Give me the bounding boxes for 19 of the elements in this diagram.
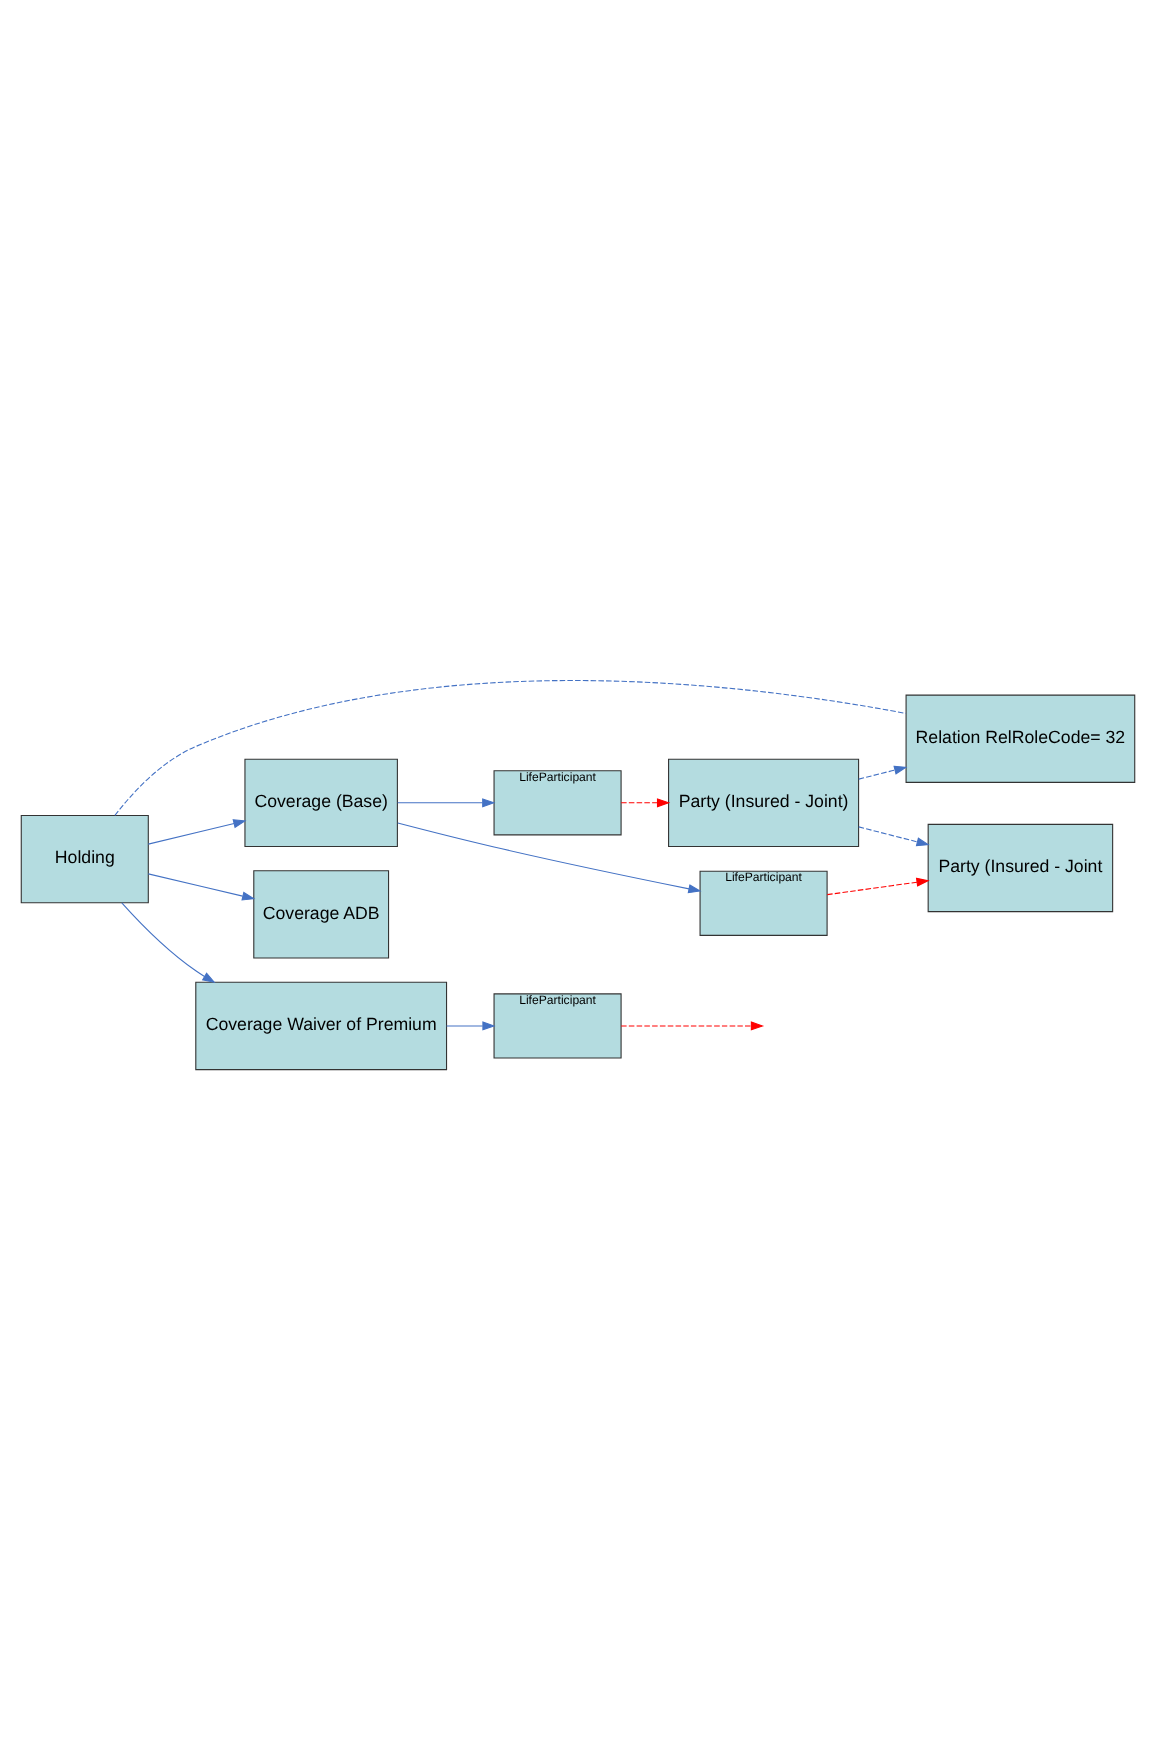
node-box: Relation RelRoleCode= 32 — [905, 694, 1136, 783]
node-box: Party (Insured - Joint — [927, 823, 1114, 913]
arrow — [858, 826, 930, 847]
arrow — [397, 798, 496, 808]
arrow — [397, 822, 702, 894]
node-box: Party (Insured - Joint) — [668, 758, 860, 847]
arrow — [147, 819, 247, 845]
arrow — [620, 1021, 765, 1031]
node-box: Holding — [20, 814, 149, 904]
arrow — [147, 873, 256, 901]
arrow — [858, 765, 908, 780]
connector — [114, 680, 907, 816]
node-box: Coverage Waiver of Premium — [195, 981, 448, 1071]
arrow — [620, 798, 671, 808]
arrow — [826, 877, 930, 896]
arrow — [446, 1021, 496, 1031]
arrow — [121, 902, 216, 984]
node-box: Coverage (Base) — [244, 758, 398, 847]
node-box: Coverage ADB — [253, 870, 390, 959]
